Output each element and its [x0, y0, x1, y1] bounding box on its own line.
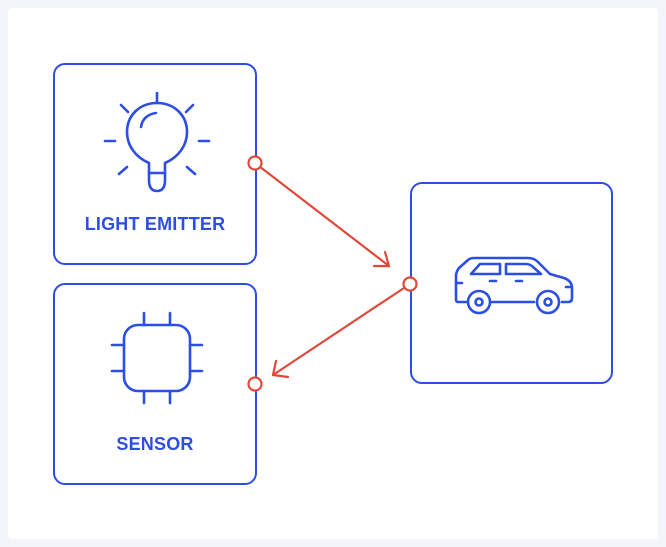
sensor-input-port[interactable] [247, 376, 263, 392]
emitter-output-port[interactable] [247, 155, 263, 171]
emitter-to-target-connector [253, 161, 391, 268]
chip-icon [110, 311, 204, 405]
target-to-sensor-arrowhead [271, 359, 290, 379]
light-emitter-node[interactable]: LIGHT EMITTER [53, 63, 257, 265]
sensor-label: SENSOR [116, 434, 194, 454]
light-emitter-label: LIGHT EMITTER [84, 214, 226, 234]
light-bulb-icon [103, 91, 211, 193]
sensor-node[interactable]: SENSOR [53, 283, 257, 485]
target-to-sensor-connector [271, 282, 412, 377]
target-node[interactable] [410, 182, 613, 384]
emitter-to-target-arrowhead [372, 250, 391, 268]
target-output-port[interactable] [402, 276, 418, 292]
car-icon [454, 256, 574, 315]
